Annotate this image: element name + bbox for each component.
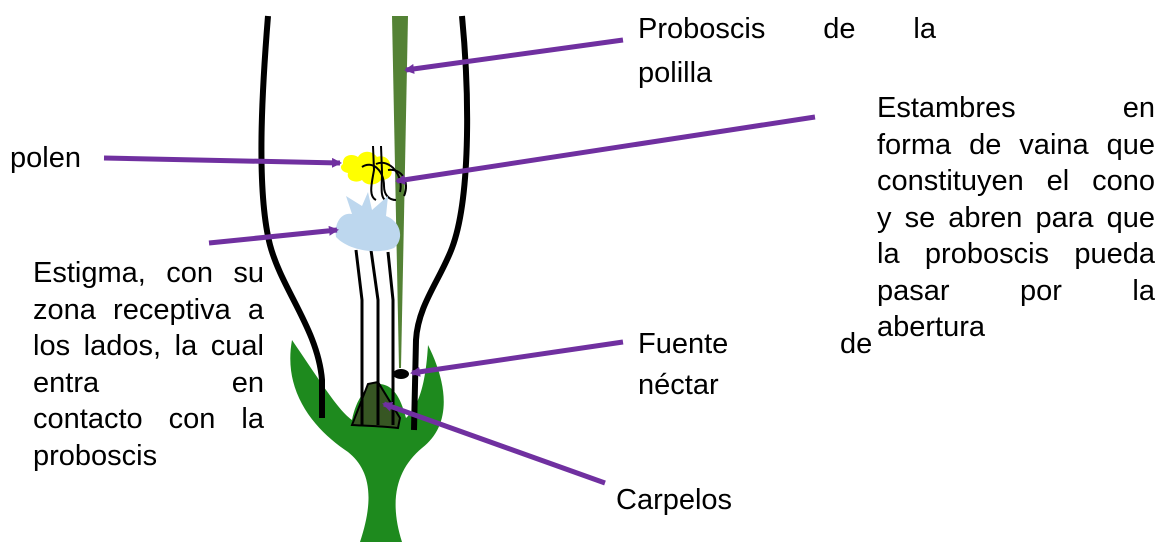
stamens-line-6: pasar por la [877, 273, 1155, 310]
arrow-stigma [209, 230, 337, 243]
label-stamens: Estambres en forma de vaina que constitu… [877, 90, 1155, 346]
stamens-line-1: Estambres en [877, 90, 1155, 127]
label-stigma: Estigma, con su zona receptiva a los lad… [33, 255, 264, 474]
label-pollen: polen [10, 140, 81, 176]
stamens-line-2: forma de vaina que [877, 127, 1155, 164]
stamens-line-7: abertura [877, 309, 1155, 346]
stamens-line-4: y se abren para que [877, 200, 1155, 237]
proboscis-word-3: la [913, 11, 936, 47]
label-carpels: Carpelos [616, 482, 732, 518]
arrow-pollen [104, 158, 340, 163]
label-nectar-line2: néctar [638, 367, 719, 403]
stamens-line-3: constituyen el cono [877, 163, 1155, 200]
stigma-line-3: los lados, la cual [33, 328, 264, 365]
stigma-line-1: Estigma, con su [33, 255, 264, 292]
stigma-line-2: zona receptiva a [33, 292, 264, 329]
stigma-line-5: contacto con la [33, 401, 264, 438]
label-nectar-line1-tail: de [840, 326, 872, 362]
style-line-1 [356, 250, 362, 425]
stigma-line-4: entra en [33, 365, 264, 402]
arrow-proboscis [406, 40, 623, 70]
label-nectar-line1: Fuente [638, 326, 728, 362]
stigma [336, 192, 400, 251]
proboscis-word-1: Proboscis [638, 11, 765, 47]
label-proboscis-line2: polilla [638, 55, 712, 91]
label-proboscis-line1: Proboscis de la [638, 11, 936, 47]
nectar-source [393, 369, 409, 379]
proboscis-word-2: de [823, 11, 855, 47]
stigma-line-6: proboscis [33, 438, 264, 475]
arrow-stamens [397, 117, 815, 181]
arrow-nectar [412, 342, 623, 373]
stamens-line-5: la proboscis pueda [877, 236, 1155, 273]
